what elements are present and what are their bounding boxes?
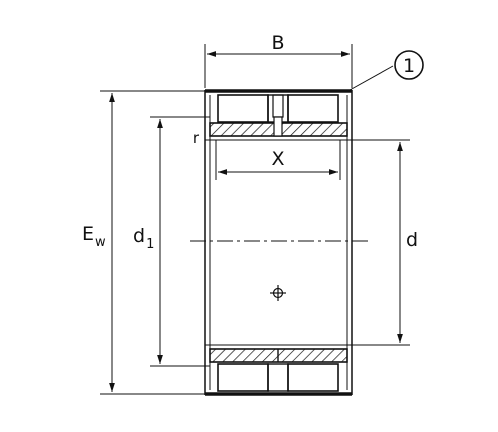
- dimension-lines: [100, 44, 410, 395]
- label-d1-main: d: [133, 225, 145, 247]
- callout-circle: [394, 50, 424, 80]
- bottom-right-roller: [287, 363, 339, 392]
- label-ew-main: E: [82, 223, 94, 245]
- center-mark-icon: [270, 285, 286, 301]
- label-r: r: [193, 129, 200, 147]
- label-b: B: [271, 32, 284, 54]
- bottom-left-roller: [217, 363, 269, 392]
- label-d1: d1: [133, 225, 154, 252]
- label-ew: Ew: [82, 223, 106, 250]
- label-d: d: [406, 229, 418, 251]
- label-callout: 1: [403, 55, 415, 77]
- top-left-roller: [217, 94, 269, 123]
- label-x: X: [271, 148, 284, 170]
- top-right-roller: [287, 94, 339, 123]
- top-rib-notch: [272, 94, 284, 118]
- label-ew-sub: w: [95, 235, 106, 250]
- top-lube-hole: [273, 116, 283, 137]
- callout-leader: [349, 65, 394, 91]
- bottom-center-rib: [267, 363, 289, 392]
- bearing-body: [204, 89, 353, 396]
- label-d1-sub: 1: [146, 237, 154, 252]
